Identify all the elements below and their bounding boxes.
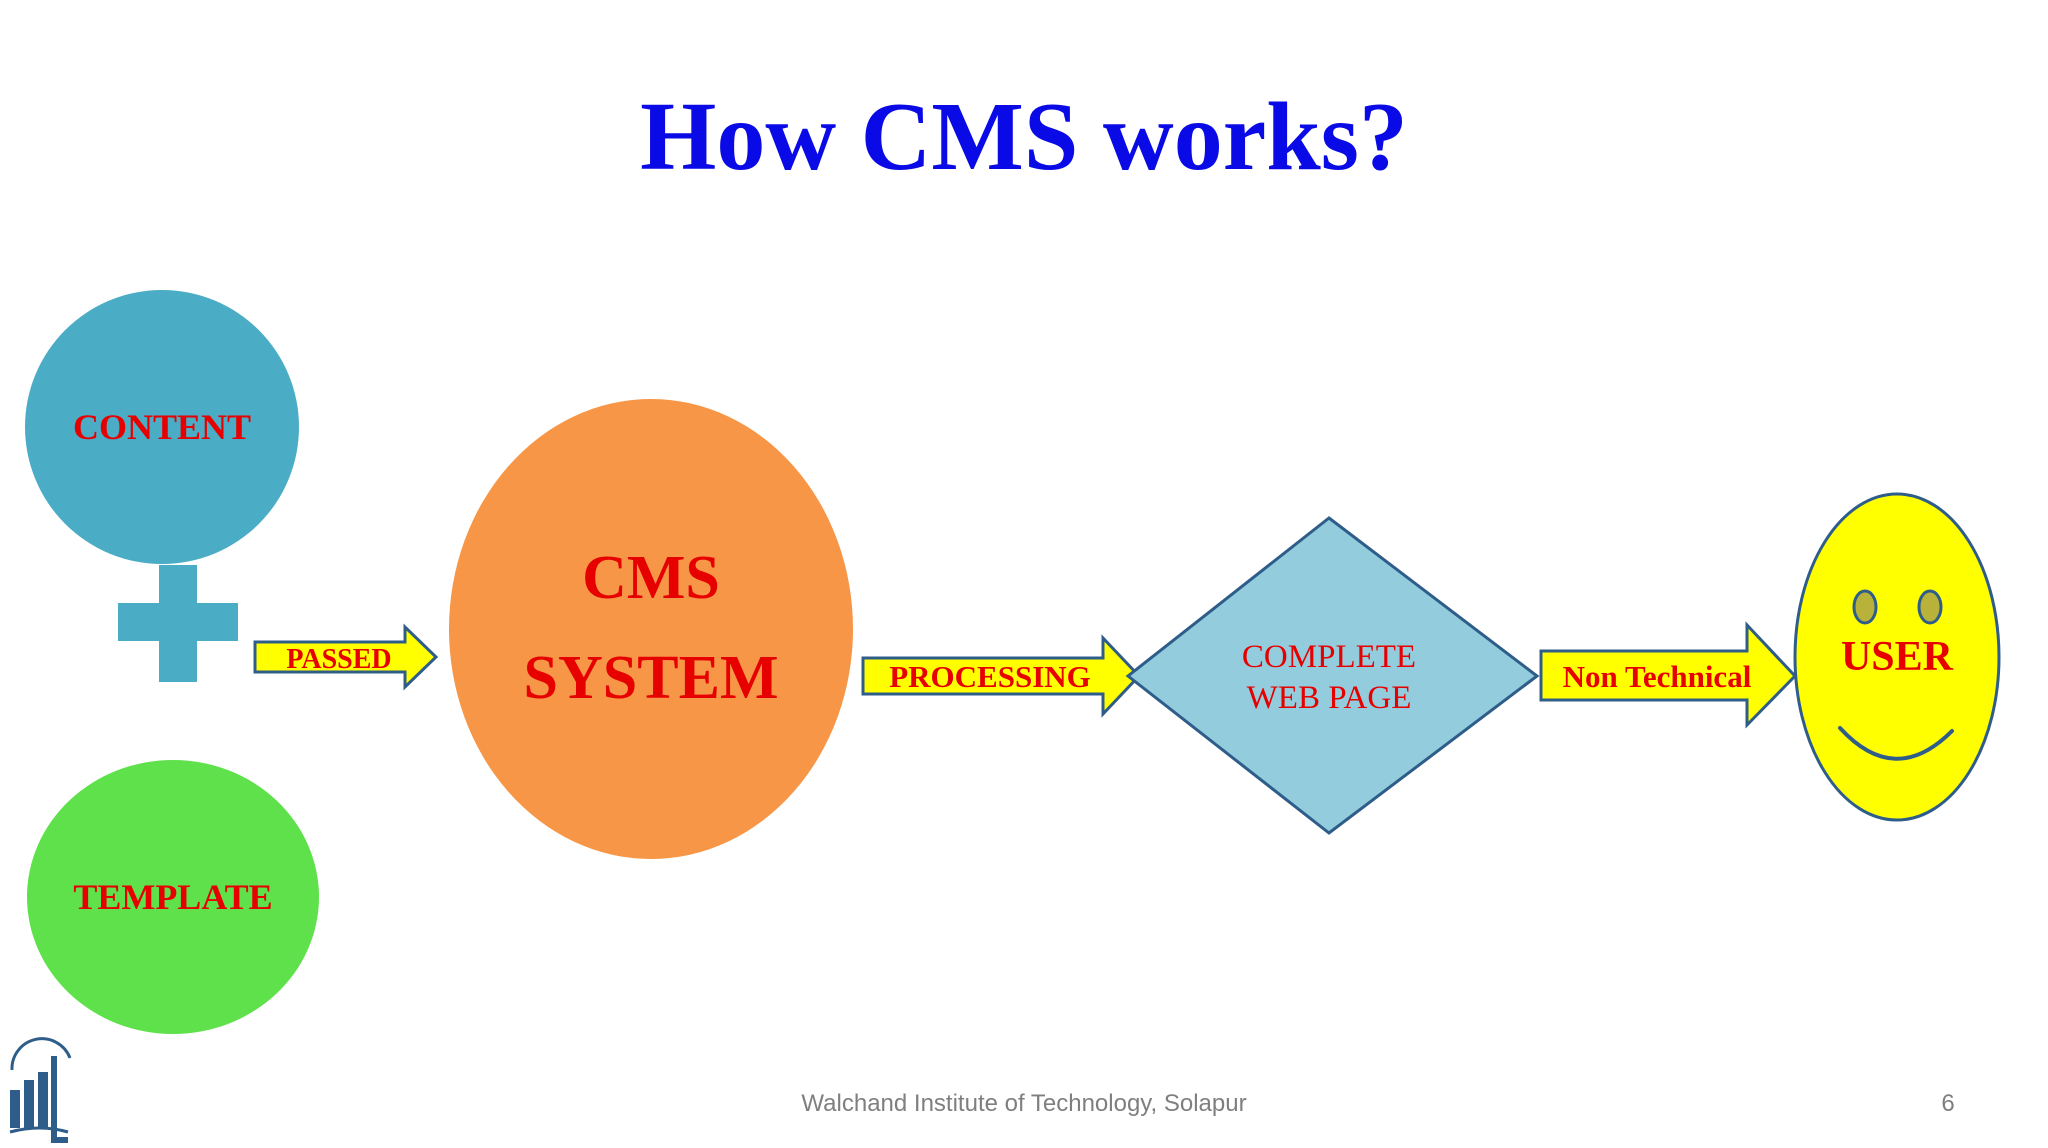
smiley-right-eye bbox=[1917, 589, 1943, 625]
smiley-left-eye bbox=[1852, 589, 1878, 625]
user-label: USER bbox=[1841, 634, 1954, 680]
webpage-label-line1: COMPLETE bbox=[1242, 639, 1416, 675]
complete-web-page-node: COMPLETE WEB PAGE bbox=[1125, 516, 1540, 835]
content-label: CONTENT bbox=[73, 407, 251, 447]
plus-icon bbox=[118, 565, 238, 682]
smiley-face-icon bbox=[1793, 492, 2001, 822]
user-node: USER bbox=[1793, 492, 2001, 822]
webpage-label-line2: WEB PAGE bbox=[1247, 680, 1412, 716]
institute-logo bbox=[9, 1037, 72, 1143]
cms-system-node: CMS SYSTEM bbox=[449, 399, 853, 859]
cms-label-line2: SYSTEM bbox=[524, 644, 779, 712]
passed-arrow: PASSED bbox=[253, 623, 439, 691]
processing-label: PROCESSING bbox=[889, 659, 1091, 694]
footer-institute-name: Walchand Institute of Technology, Solapu… bbox=[801, 1090, 1247, 1117]
template-label: TEMPLATE bbox=[73, 877, 272, 917]
processing-arrow: PROCESSING bbox=[861, 634, 1142, 718]
page-number: 6 bbox=[1941, 1090, 1955, 1117]
smiley-mouth bbox=[1838, 726, 1954, 761]
cms-label-line1: CMS bbox=[582, 544, 720, 612]
passed-label: PASSED bbox=[286, 644, 391, 675]
template-node: TEMPLATE bbox=[27, 760, 319, 1034]
non-technical-arrow: Non Technical bbox=[1539, 621, 1798, 729]
slide-title: How CMS works? bbox=[640, 83, 1408, 191]
content-node: CONTENT bbox=[25, 290, 299, 564]
non-technical-label: Non Technical bbox=[1563, 659, 1752, 694]
